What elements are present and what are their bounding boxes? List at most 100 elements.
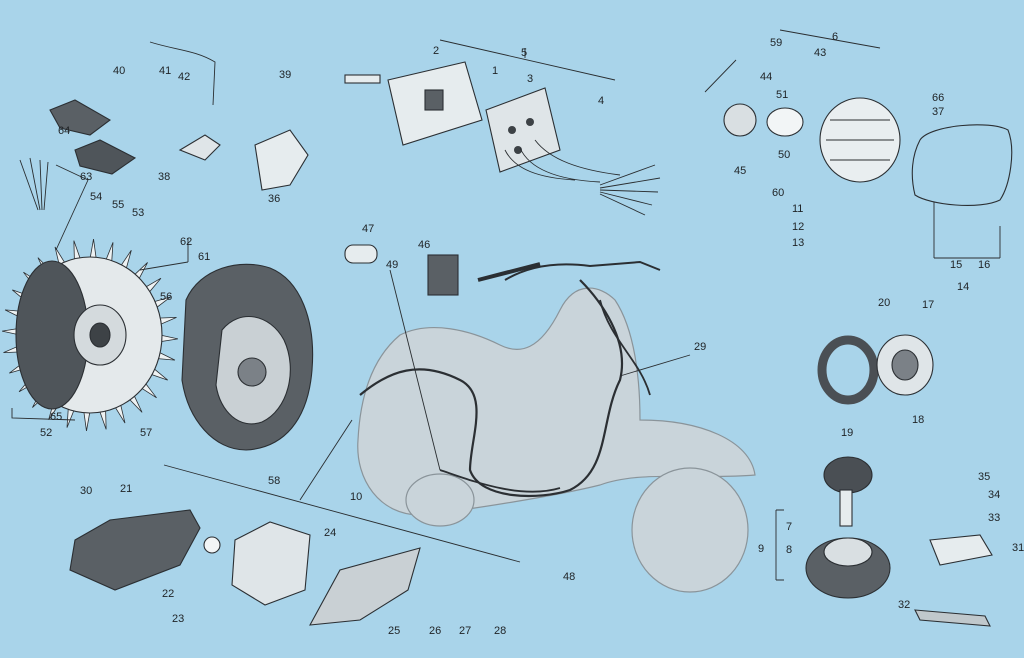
callout-62: 62 — [180, 236, 192, 248]
callout-33: 33 — [988, 512, 1000, 524]
leader-lines — [11, 29, 1001, 581]
wire-loom — [599, 164, 661, 216]
lens-cover — [309, 547, 421, 626]
callout-9: 9 — [758, 543, 764, 555]
ignition-switch — [805, 456, 891, 599]
callout-34: 34 — [988, 489, 1000, 501]
callout-53: 53 — [132, 207, 144, 219]
callout-60: 60 — [772, 187, 784, 199]
callout-47: 47 — [362, 223, 374, 235]
connector-block — [49, 99, 111, 136]
callout-38: 38 — [158, 171, 170, 183]
callout-23: 23 — [172, 613, 184, 625]
callout-6: 6 — [832, 31, 838, 43]
fan-cowl — [181, 263, 314, 451]
callout-31: 31 — [1012, 542, 1024, 554]
callout-13: 13 — [792, 237, 804, 249]
tail-bulb — [203, 536, 221, 554]
callout-52: 52 — [40, 427, 52, 439]
callout-56: 56 — [160, 291, 172, 303]
callout-36: 36 — [268, 193, 280, 205]
callout-50: 50 — [778, 149, 790, 161]
callout-17: 17 — [922, 299, 934, 311]
callout-5: 5 — [521, 47, 527, 59]
callout-44: 44 — [760, 71, 772, 83]
flywheel-magneto — [1, 239, 179, 431]
tail-light — [69, 509, 201, 591]
harness-tail — [19, 157, 49, 211]
callout-30: 30 — [80, 485, 92, 497]
terminal-board — [485, 87, 621, 183]
callout-19: 19 — [841, 427, 853, 439]
callout-18: 18 — [912, 414, 924, 426]
callout-49: 49 — [386, 259, 398, 271]
callout-15: 15 — [950, 259, 962, 271]
callout-29: 29 — [694, 341, 706, 353]
callout-16: 16 — [978, 259, 990, 271]
callout-39: 39 — [279, 69, 291, 81]
stop-switch — [231, 521, 311, 606]
callout-48: 48 — [563, 571, 575, 583]
wiring-harness — [359, 279, 623, 498]
bolt-long — [344, 74, 381, 84]
callout-1: 1 — [492, 65, 498, 77]
callout-64: 64 — [58, 125, 70, 137]
callout-22: 22 — [162, 588, 174, 600]
callout-24: 24 — [324, 527, 336, 539]
callout-59: 59 — [770, 37, 782, 49]
callout-40: 40 — [113, 65, 125, 77]
callout-11: 11 — [792, 203, 803, 215]
callout-55: 55 — [112, 199, 124, 211]
ht-coil — [254, 129, 309, 191]
callout-65: 65 — [50, 411, 62, 423]
horn-gasket — [817, 335, 879, 405]
callout-41: 41 — [159, 65, 171, 77]
callout-57: 57 — [140, 427, 152, 439]
callout-32: 32 — [898, 599, 910, 611]
callout-58: 58 — [268, 475, 280, 487]
callout-37: 37 — [932, 106, 944, 118]
connector-block-46 — [427, 254, 459, 296]
bulb-holder — [723, 103, 757, 137]
callout-66: 66 — [932, 92, 944, 104]
callout-26: 26 — [429, 625, 441, 637]
callout-12: 12 — [792, 221, 804, 233]
callout-labels: 1 2 3 4 5 6 7 8 9 10 11 12 13 14 15 16 1… — [40, 31, 1024, 637]
callout-45: 45 — [734, 165, 746, 177]
callout-2: 2 — [433, 45, 439, 57]
connector-block-2 — [74, 139, 137, 175]
callout-63: 63 — [80, 171, 92, 183]
callout-21: 21 — [120, 483, 132, 495]
callout-28: 28 — [494, 625, 506, 637]
callout-20: 20 — [878, 297, 890, 309]
switch-plate — [929, 534, 993, 566]
callout-54: 54 — [90, 191, 102, 203]
callout-42: 42 — [178, 71, 190, 83]
callout-27: 27 — [459, 625, 471, 637]
callout-51: 51 — [776, 89, 788, 101]
horn — [876, 334, 934, 396]
callout-61: 61 — [198, 251, 210, 263]
callout-14: 14 — [957, 281, 969, 293]
callout-46: 46 — [418, 239, 430, 251]
bracket — [178, 134, 221, 161]
callout-25: 25 — [388, 625, 400, 637]
cable-with-terminals — [149, 41, 216, 106]
callout-4: 4 — [598, 95, 604, 107]
callout-43: 43 — [814, 47, 826, 59]
callout-10: 10 — [350, 491, 362, 503]
callout-35: 35 — [978, 471, 990, 483]
callout-7: 7 — [786, 521, 792, 533]
wiring-harness-branch — [439, 299, 651, 493]
headlight-rim — [911, 124, 1013, 206]
gasket-strip — [914, 609, 991, 627]
headlight-bulb — [766, 107, 804, 137]
callout-8: 8 — [786, 544, 792, 556]
voltage-regulator — [387, 61, 483, 146]
headlight — [819, 97, 901, 183]
connector-47 — [344, 244, 378, 264]
callout-3: 3 — [527, 73, 533, 85]
scooter-body — [357, 260, 756, 593]
